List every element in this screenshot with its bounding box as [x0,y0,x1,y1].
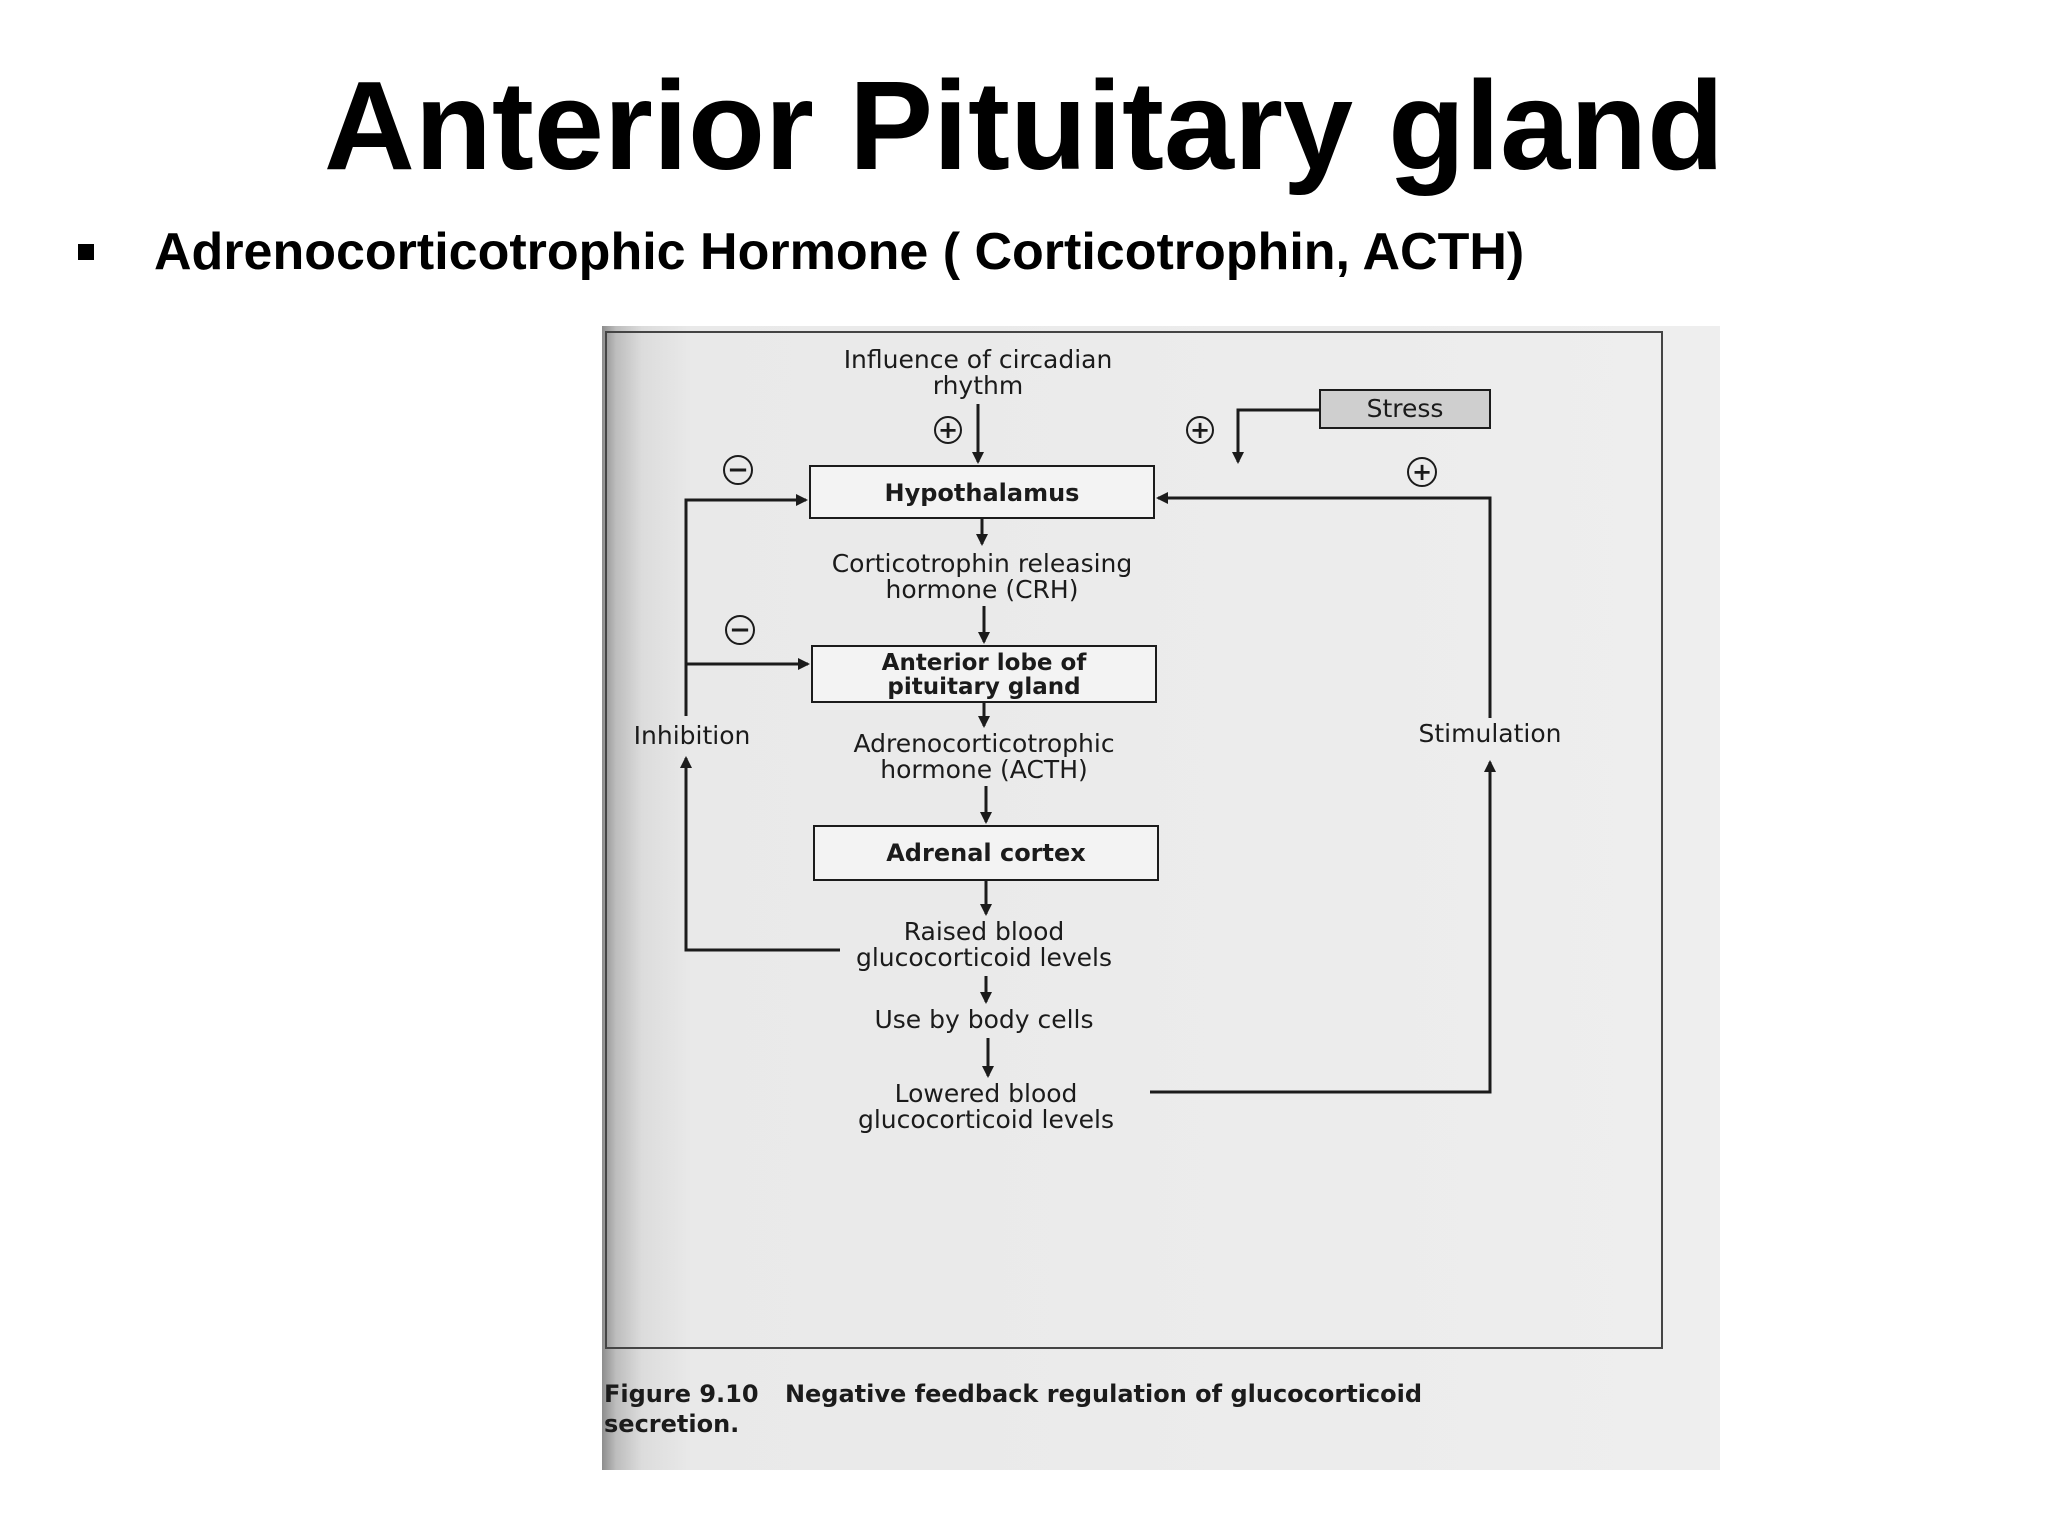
use-label: Use by body cells [874,1005,1093,1034]
anterior-lobe-label-line2: pituitary gland [887,674,1080,700]
inhibition-loop-to-hypothalamus [684,494,808,716]
inhibition-loop-lower [680,756,840,952]
raised-label-line2: glucocorticoid levels [856,943,1112,972]
stimulation-loop-to-hypothalamus [1156,492,1492,718]
anterior-lobe-box [811,645,1157,703]
plus-sign-stress-text: + [1190,416,1210,444]
acth-label-line1: Adrenocorticotrophic [853,729,1114,758]
figure-frame [605,331,1663,1349]
raised-label-line1: Raised blood [904,917,1065,946]
slide-title: Anterior Pituitary gland [323,55,1725,196]
inhibition-label: Inhibition [634,721,751,750]
bullet-item: Adrenocorticotrophic Hormone ( Corticotr… [78,222,1524,282]
minus-circle-anterior-lobe [725,615,755,645]
bullet-square-icon [78,244,94,260]
figure-caption-line2: secretion. [604,1410,739,1438]
plus-circle-stress [1186,416,1214,444]
circadian-label-line2: rhythm [933,371,1023,400]
hypothalamus-label: Hypothalamus [885,479,1080,507]
feedback-figure: Influence of circadian rhythm Stress + +… [602,326,1720,1470]
adrenal-cortex-label: Adrenal cortex [886,839,1086,867]
plus-sign-circadian: + [934,416,962,444]
plus-circle-circadian [934,416,962,444]
plus-circle-stimulation [1407,457,1437,487]
bullet-text: Adrenocorticotrophic Hormone ( Corticotr… [154,223,1525,281]
plus-sign-circadian-text: + [938,416,958,444]
minus-circle-hypothalamus [723,455,753,485]
plus-sign-stimulation-text: + [1412,458,1432,486]
figure-caption-text: Negative feedback regulation of glucocor… [785,1380,1422,1408]
circadian-label-line1: Influence of circadian [844,345,1113,374]
arrow-stress-to-hypothalamus [1232,408,1320,464]
lowered-label-line2: glucocorticoid levels [858,1105,1114,1134]
feedback-diagram: Influence of circadian rhythm Stress + +… [604,331,1663,1438]
lowered-label-line1: Lowered blood [895,1079,1078,1108]
crh-label-line2: hormone (CRH) [886,575,1079,604]
plus-sign-stimulation: + [1407,457,1437,487]
stimulation-loop-lower [1150,760,1496,1094]
stimulation-label: Stimulation [1419,719,1562,748]
stress-label: Stress [1367,394,1444,423]
minus-sign-hypothalamus-text: − [727,455,749,485]
crh-label-line1: Corticotrophin releasing [832,549,1133,578]
figure-number: Figure 9.10 [604,1380,759,1408]
plus-sign-stress: + [1186,416,1214,444]
anterior-lobe-label-line1: Anterior lobe of [882,650,1088,676]
minus-sign-anterior-lobe-text: − [729,615,751,645]
minus-sign-anterior-lobe: − [725,615,755,645]
minus-sign-hypothalamus: − [723,455,753,485]
figure-caption-line1: Figure 9.10 Negative feedback regulation… [604,1380,1422,1408]
acth-label-line2: hormone (ACTH) [880,755,1088,784]
